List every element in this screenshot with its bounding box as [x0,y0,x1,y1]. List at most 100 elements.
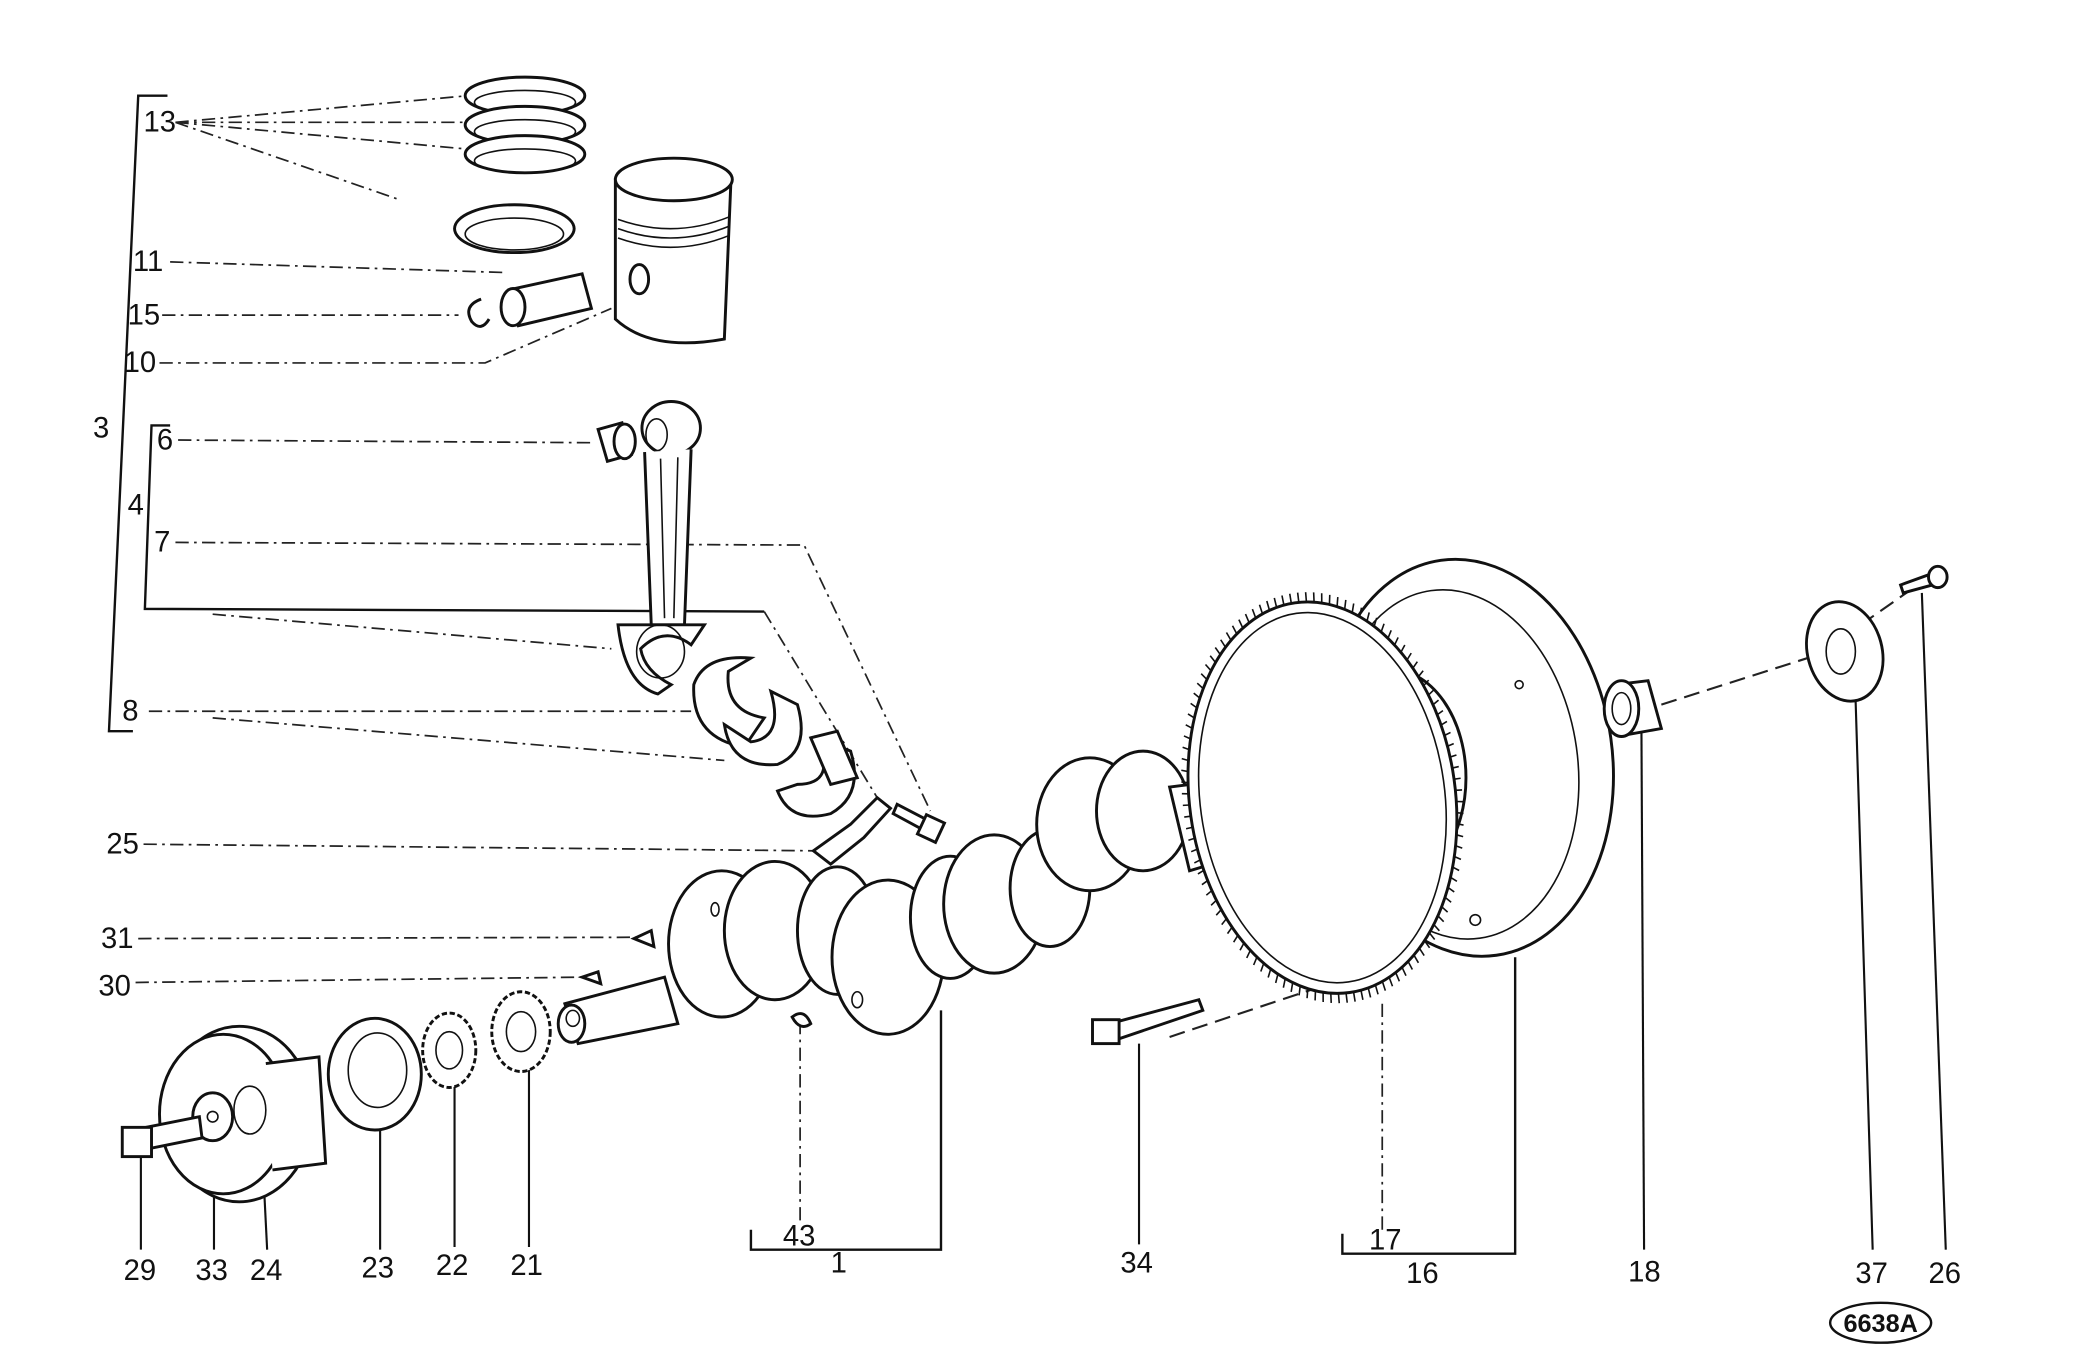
gear-tooth [1266,600,1271,611]
gear-tooth [1428,932,1436,941]
gear-tooth [1400,644,1406,653]
woodruff-key-31 [630,928,656,949]
gear-tooth [1188,837,1196,842]
gear-tooth [1381,981,1387,991]
plug-43 [790,1012,813,1028]
gear-tooth [1190,848,1198,853]
gear-tooth [1181,769,1189,773]
gear-tooth [1232,934,1239,943]
gear-tooth [1238,619,1244,629]
small-end-bush [596,420,637,464]
gear-tooth [1258,604,1264,615]
gear-tooth [1205,889,1213,896]
gear-tooth [1267,968,1272,978]
gear-tooth [1190,702,1198,709]
label-31: 31 [101,923,134,955]
gear-tooth [1274,973,1279,984]
gear-tooth [1187,713,1195,719]
gear-tooth [1452,866,1460,872]
label-16: 16 [1406,1258,1439,1290]
bearing-shells [692,656,860,818]
gear-tooth [1433,923,1440,932]
label-37: 37 [1855,1258,1888,1290]
gear-tooth [1184,815,1191,818]
gear-tooth [1185,826,1193,830]
connecting-rod [616,400,708,696]
label-25: 25 [106,828,139,860]
label-17: 17 [1369,1225,1402,1257]
gear-tooth [1306,988,1309,999]
gear-tooth [1352,991,1356,1002]
label-11: 11 [133,246,163,278]
gear-tooth [1225,632,1232,641]
gear-tooth [1226,926,1233,935]
gear-tooth [1337,993,1341,1004]
label-43: 43 [783,1221,816,1253]
label-34: 34 [1120,1247,1153,1279]
crankshaft [556,749,1263,1046]
piston [613,156,734,345]
gear-tooth [1181,781,1189,784]
crank-gear-21 [490,990,552,1073]
conrod-bolt [891,802,947,845]
pulley-bolt [120,1114,204,1159]
gear-tooth [1441,906,1449,913]
gear-tooth [1413,954,1420,964]
gear-tooth [1393,637,1399,646]
gear-tooth [1407,960,1414,970]
gear-tooth [1252,956,1258,966]
gear-tooth [1345,992,1349,1003]
bracket-4 [143,424,765,613]
gear-tooth [1185,724,1193,730]
label-22: 22 [436,1250,469,1282]
gear-tooth [1288,593,1293,604]
label-13: 13 [144,107,177,139]
gear-tooth [1296,592,1300,603]
bracket-1 [749,1010,943,1251]
gear-tooth [1209,655,1217,664]
gear-tooth [1387,630,1392,639]
label-18: 18 [1628,1257,1661,1289]
label-33: 33 [195,1255,228,1287]
gear-tooth [1193,692,1201,699]
gear-tooth [1336,597,1339,607]
label-15: 15 [128,299,161,331]
gear-tooth [1374,984,1379,995]
gear-tooth [1200,673,1208,681]
label-23: 23 [362,1253,395,1285]
gear-tooth [1290,982,1294,992]
gear-tooth [1273,597,1278,608]
label-24: 24 [250,1255,283,1287]
gear-tooth [1373,617,1378,627]
gear-tooth [1452,765,1459,769]
gear-tooth [1351,603,1355,613]
gear-tooth [1449,754,1457,758]
gear-tooth [1456,811,1464,815]
lock-plate [810,795,893,866]
gear-tooth [1412,661,1418,669]
gear-tooth [1417,670,1424,678]
gear-tooth [1239,942,1245,951]
gear-tooth [1214,647,1222,656]
label-1: 1 [831,1247,847,1279]
gear-tooth [1298,985,1301,996]
gear-tooth [1220,639,1227,648]
gear-tooth [1282,978,1287,988]
gear-tooth [1193,859,1201,864]
gear-tooth [1453,777,1461,780]
gear-tooth [1447,886,1455,893]
label-30: 30 [98,971,131,1003]
gear-tooth [1406,652,1412,661]
flywheel-bolt [1091,997,1205,1046]
gear-tooth [1215,909,1222,916]
bracket-3 [107,94,168,733]
gear-tooth [1221,918,1228,926]
crank-gear-22 [421,1011,478,1089]
gear-tooth [1196,682,1204,690]
gear-tooth [1366,612,1370,622]
gear-tooth [1197,869,1205,875]
label-8: 8 [122,696,138,728]
gear-tooth [1251,608,1257,619]
svg-text:6638A: 6638A [1843,1310,1917,1338]
drawing-number-stamp: 6638A [1828,1301,1933,1344]
